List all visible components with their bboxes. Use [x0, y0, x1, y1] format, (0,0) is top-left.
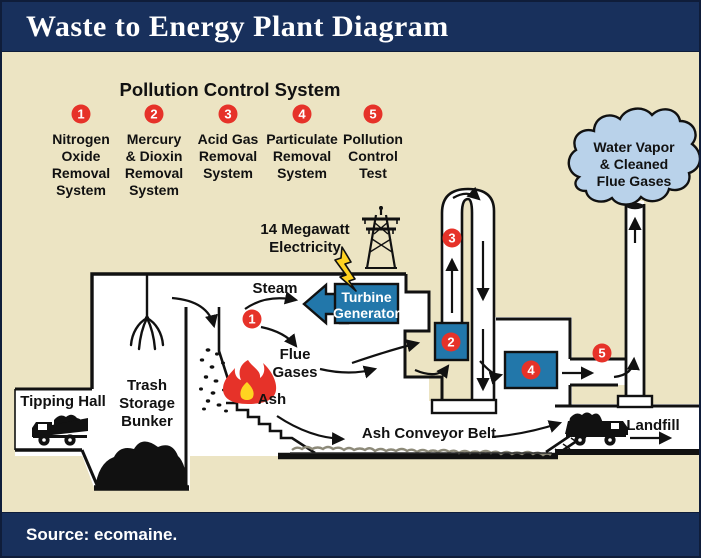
- footer-bar: Source: ecomaine.: [2, 512, 699, 556]
- marker-4-num: 4: [527, 363, 535, 378]
- chimney-base: [616, 394, 654, 409]
- falling-trash-specks: [199, 348, 228, 413]
- trash-label-2: Storage: [119, 395, 175, 412]
- tipping-hall-label: Tipping Hall: [20, 393, 106, 410]
- arrow-trash-to-chute: [171, 296, 218, 329]
- legend-1-line: System: [56, 182, 106, 198]
- marker-2: 2: [441, 332, 461, 352]
- chimney-stack: [626, 201, 644, 401]
- legend-num-2: 2: [150, 107, 157, 122]
- marker-4: 4: [521, 360, 541, 380]
- diagram-markers: 1 2 3 4 5: [242, 228, 612, 380]
- trash-pile: [95, 441, 188, 489]
- tipping-truck-icon: [32, 414, 88, 446]
- legend-2-line: System: [129, 182, 179, 198]
- marker-5: 5: [592, 343, 612, 363]
- trash-label-1: Trash: [127, 377, 167, 394]
- turbine-generator: Turbine Generator: [302, 282, 401, 326]
- flue-gas-cloud: Water Vapor & Cleaned Flue Gases: [567, 107, 699, 206]
- furnace-grate-steps: [226, 401, 316, 455]
- legend-1-line: Oxide: [62, 148, 101, 164]
- trash-label-3: Bunker: [121, 413, 173, 430]
- legend-4-line: Removal: [273, 148, 331, 164]
- legend-1-line: Removal: [52, 165, 110, 181]
- marker-3-num: 3: [448, 231, 455, 246]
- cloud-label-1: Water Vapor: [593, 139, 675, 155]
- flame-icon: [223, 360, 277, 404]
- plant-diagram: Turbine Generator: [14, 79, 699, 491]
- flue-label-2: Gases: [272, 364, 317, 381]
- legend-num-5: 5: [369, 107, 376, 122]
- legend-num-4: 4: [298, 107, 306, 122]
- arrow-into-box2: [414, 364, 450, 379]
- marker-1: 1: [242, 309, 262, 329]
- pollution-legend: Pollution Control System 1 Nitrogen Oxid…: [52, 79, 403, 198]
- arrow-conveyor: [491, 420, 563, 439]
- legend-5-line: Test: [359, 165, 387, 181]
- marker-1-num: 1: [248, 312, 255, 327]
- landfill-truck-icon: [565, 412, 628, 446]
- diagram-labels: 14 Megawatt Electricity Steam Flue Gases…: [20, 221, 679, 442]
- ash-conveyor-label: Ash Conveyor Belt: [362, 425, 496, 442]
- tower-base: [430, 398, 498, 415]
- legend-1-line: Nitrogen: [52, 131, 110, 147]
- marker-2-num: 2: [447, 335, 454, 350]
- arrow-flue-right: [319, 365, 378, 379]
- building-walls: [14, 204, 699, 491]
- legend-item-2: 2 Mercury & Dioxin Removal System: [125, 104, 183, 198]
- cloud-label-2: & Cleaned: [600, 156, 668, 172]
- arrow-into-room: [479, 360, 504, 385]
- legend-item-1: 1 Nitrogen Oxide Removal System: [52, 104, 110, 198]
- arrow-ash: [276, 415, 346, 446]
- steam-label: Steam: [252, 280, 297, 297]
- legend-2-line: Mercury: [127, 131, 182, 147]
- arrow-up-chimney: [613, 356, 640, 379]
- arrow-flue-down: [260, 325, 298, 348]
- chimney-rim: [626, 202, 644, 210]
- legend-3-line: Removal: [199, 148, 257, 164]
- electricity-label-1: 14 Megawatt: [260, 221, 349, 238]
- flue-label-1: Flue: [280, 346, 311, 363]
- grapple-crane-icon: [129, 274, 165, 351]
- arrow-tower-cap: [452, 186, 481, 201]
- landfill-label: Landfill: [626, 417, 679, 434]
- arrow-over-wall: [351, 339, 421, 365]
- flow-arrows: [171, 186, 673, 446]
- legend-2-line: & Dioxin: [126, 148, 183, 164]
- title-bar: Waste to Energy Plant Diagram: [2, 2, 699, 52]
- source-credit: Source: ecomaine.: [26, 524, 178, 544]
- lightning-bolt-icon: [334, 246, 357, 292]
- electricity-label-2: Electricity: [269, 239, 341, 256]
- legend-5-line: Control: [348, 148, 398, 164]
- turbine-label-1: Turbine: [341, 289, 392, 305]
- marker-3: 3: [442, 228, 462, 248]
- legend-5-line: Pollution: [343, 131, 403, 147]
- legend-4-line: Particulate: [266, 131, 338, 147]
- legend-item-4: 4 Particulate Removal System: [266, 104, 338, 181]
- marker-5-num: 5: [598, 346, 605, 361]
- legend-num-3: 3: [224, 107, 231, 122]
- legend-3-line: Acid Gas: [198, 131, 259, 147]
- cloud-label-3: Flue Gases: [597, 173, 672, 189]
- legend-heading: Pollution Control System: [120, 79, 341, 100]
- legend-4-line: System: [277, 165, 327, 181]
- legend-num-1: 1: [77, 107, 84, 122]
- page-title: Waste to Energy Plant Diagram: [26, 9, 449, 43]
- turbine-label-2: Generator: [333, 305, 400, 321]
- legend-item-3: 3 Acid Gas Removal System: [198, 104, 259, 181]
- legend-item-5: 5 Pollution Control Test: [343, 104, 403, 181]
- arrow-steam: [244, 291, 299, 310]
- legend-2-line: Removal: [125, 165, 183, 181]
- ash-label: Ash: [258, 391, 286, 408]
- legend-3-line: System: [203, 165, 253, 181]
- power-pylon-icon: [362, 206, 400, 269]
